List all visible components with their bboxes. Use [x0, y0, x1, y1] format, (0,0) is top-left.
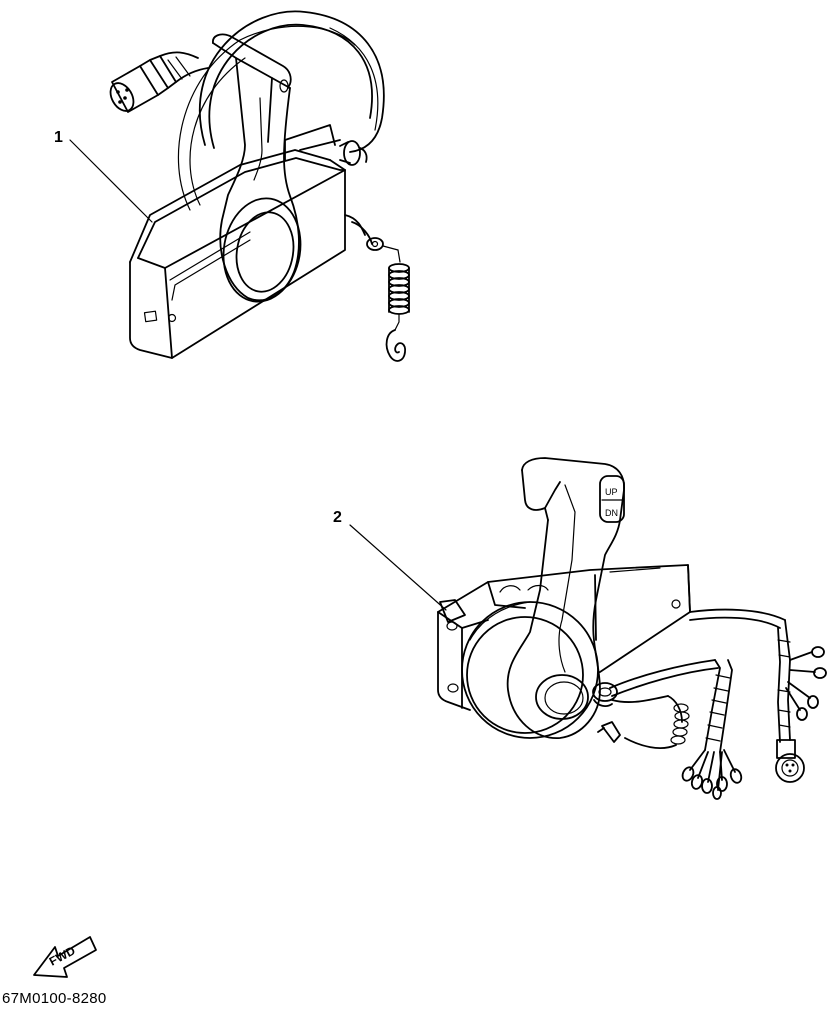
lanyard-switch-cap — [592, 682, 618, 707]
housing-rear — [437, 564, 691, 673]
callout-label-1: 1 — [54, 129, 63, 146]
lanyard-coil — [388, 263, 410, 315]
coiled-lanyard-cord — [597, 695, 690, 749]
secondary-harness — [689, 608, 827, 783]
remote-control-box-part-2: UP DN — [333, 457, 827, 800]
harness-plug-connector — [109, 51, 209, 113]
callout-leader-1 — [69, 139, 153, 223]
remote-control-box-part-1: 1 — [54, 10, 410, 362]
control-lever — [212, 33, 302, 303]
cable-exit-fitting — [339, 140, 368, 166]
lanyard-clip — [385, 329, 406, 362]
housing-front — [437, 599, 489, 711]
forward-direction-arrow-icon: FWD — [33, 936, 97, 978]
trim-switch-down-label: DN — [605, 508, 618, 518]
wiring-harness-bundle — [609, 659, 743, 800]
figure-reference-code: 67M0100-8280 — [2, 990, 107, 1007]
round-plug-connector — [775, 739, 805, 783]
trim-switch-up-label: UP — [605, 487, 618, 497]
callout-leader-2 — [349, 524, 447, 611]
cable-loop — [177, 10, 385, 211]
lever-drum — [461, 601, 599, 739]
control-lever-2: UP DN — [506, 457, 625, 739]
control-box-housing — [129, 124, 346, 359]
callout-label-2: 2 — [333, 509, 342, 526]
trim-switch: UP DN — [599, 475, 625, 523]
emergency-stop-lanyard — [344, 214, 410, 362]
